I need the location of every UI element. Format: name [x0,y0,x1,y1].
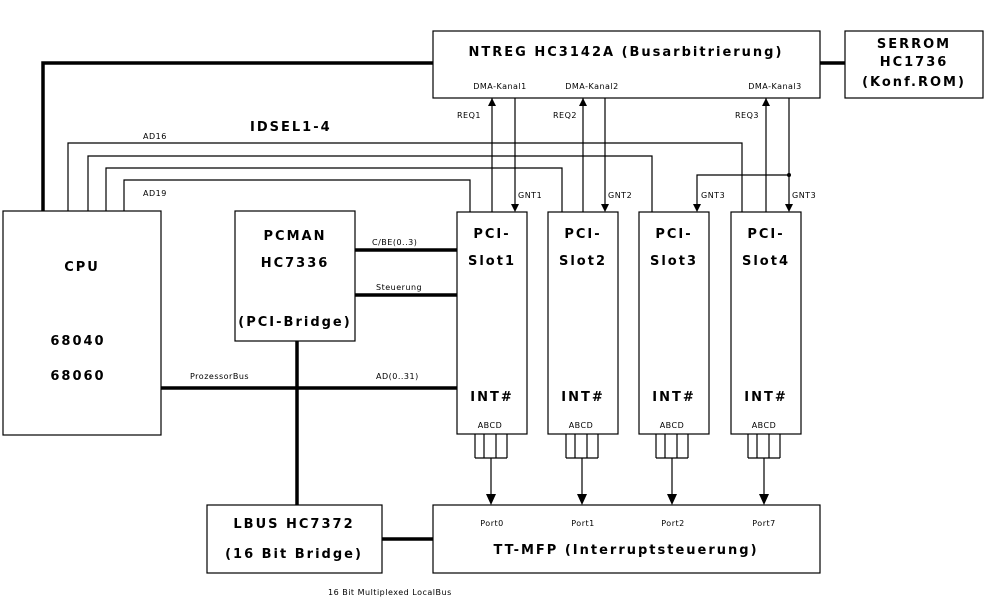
dma-kanal2-label: DMA-Kanal2 [565,82,619,91]
ad031-label: AD(0..31) [376,372,419,381]
slot4-int-comb [747,434,781,505]
cpu-model-68060: 68060 [50,369,105,384]
slot1-pins: ABCD [478,421,503,430]
slot4-int: INT# [744,390,787,405]
slot2-line1: PCI- [564,227,601,242]
steuerung-label: Steuerung [376,283,422,292]
ad19-label: AD19 [143,189,167,198]
dma-kanal1-label: DMA-Kanal1 [473,82,527,91]
slot4-pins: ABCD [752,421,777,430]
gnt3-arrow [785,204,793,212]
slot3-int: INT# [652,390,695,405]
gnt1-label: GNT1 [518,191,542,200]
prozessorbus-label: ProzessorBus [190,372,249,381]
slot1-line2: Slot1 [468,254,516,269]
gnt2-arrow [601,204,609,212]
port7-label: Port7 [752,519,775,528]
pci-slot-4: PCI- Slot4 INT# ABCD [730,211,802,435]
cpu-box: CPU 68040 68060 [2,210,162,436]
gnt3-branch-arrow [693,204,701,212]
slot2-int-comb [565,434,599,505]
port1-label: Port1 [571,519,594,528]
gnt3b-label: GNT3 [792,191,816,200]
cbe-label: C/BE(0..3) [372,238,417,247]
slot1-int: INT# [470,390,513,405]
ad16-label: AD16 [143,132,167,141]
pci-slot-2: PCI- Slot2 INT# ABCD [547,211,619,435]
cpu-model-68040: 68040 [50,334,105,349]
req2-arrow [579,98,587,106]
serrom-box: SERROM HC1736 (Konf.ROM) [844,30,984,99]
dma-kanal3-label: DMA-Kanal3 [748,82,802,91]
slot2-int: INT# [561,390,604,405]
lbus-title: LBUS HC7372 [233,517,354,532]
gnt1-arrow [511,204,519,212]
idsel-line-1 [123,179,471,212]
ttmfp-box: Port0 Port1 Port2 Port7 TT-MFP (Interrup… [432,504,821,574]
gnt3-branch-line [696,174,789,206]
lbus-box: LBUS HC7372 (16 Bit Bridge) [206,504,383,574]
slot1-int-comb [474,434,508,505]
req1-arrow [488,98,496,106]
slot3-int-comb [655,434,689,505]
serrom-title: SERROM [877,37,951,52]
ntreg-box: NTREG HC3142A (Busarbitrierung) DMA-Kana… [432,30,821,99]
lbus-desc: (16 Bit Bridge) [225,547,363,562]
slot3-line1: PCI- [655,227,692,242]
pcman-chip: HC7336 [261,256,330,271]
gnt2-label: GNT2 [608,191,632,200]
pcman-box: PCMAN HC7336 (PCI-Bridge) [234,210,356,342]
idsel-line-2 [105,167,563,212]
slot1-line1: PCI- [473,227,510,242]
idsel-line-4 [67,142,743,212]
gnt3-junction [787,173,791,177]
pcman-title: PCMAN [264,229,327,244]
ntreg-title: NTREG HC3142A (Busarbitrierung) [469,45,784,60]
serrom-chip: HC1736 [880,55,949,70]
idsel-label: IDSEL1-4 [250,120,332,135]
ttmfp-title: TT-MFP (Interruptsteuerung) [493,543,758,558]
port0-label: Port0 [480,519,503,528]
req1-label: REQ1 [457,111,481,120]
req2-label: REQ2 [553,111,577,120]
serrom-desc: (Konf.ROM) [862,75,966,90]
req3-arrow [762,98,770,106]
slot2-line2: Slot2 [559,254,607,269]
gnt3-label: GNT3 [701,191,725,200]
slot4-line1: PCI- [747,227,784,242]
cpu-title: CPU [64,260,100,275]
slot3-pins: ABCD [660,421,685,430]
port2-label: Port2 [661,519,684,528]
slot4-line2: Slot4 [742,254,790,269]
req3-label: REQ3 [735,111,759,120]
cpu-ntreg-bus [41,61,433,211]
pci-slot-3: PCI- Slot3 INT# ABCD [638,211,710,435]
localbus-label: 16 Bit Multiplexed LocalBus [328,588,452,597]
slot2-pins: ABCD [569,421,594,430]
idsel-line-3 [87,155,653,212]
pcman-desc: (PCI-Bridge) [238,315,351,330]
pci-slot-1: PCI- Slot1 INT# ABCD [456,211,528,435]
slot3-line2: Slot3 [650,254,698,269]
